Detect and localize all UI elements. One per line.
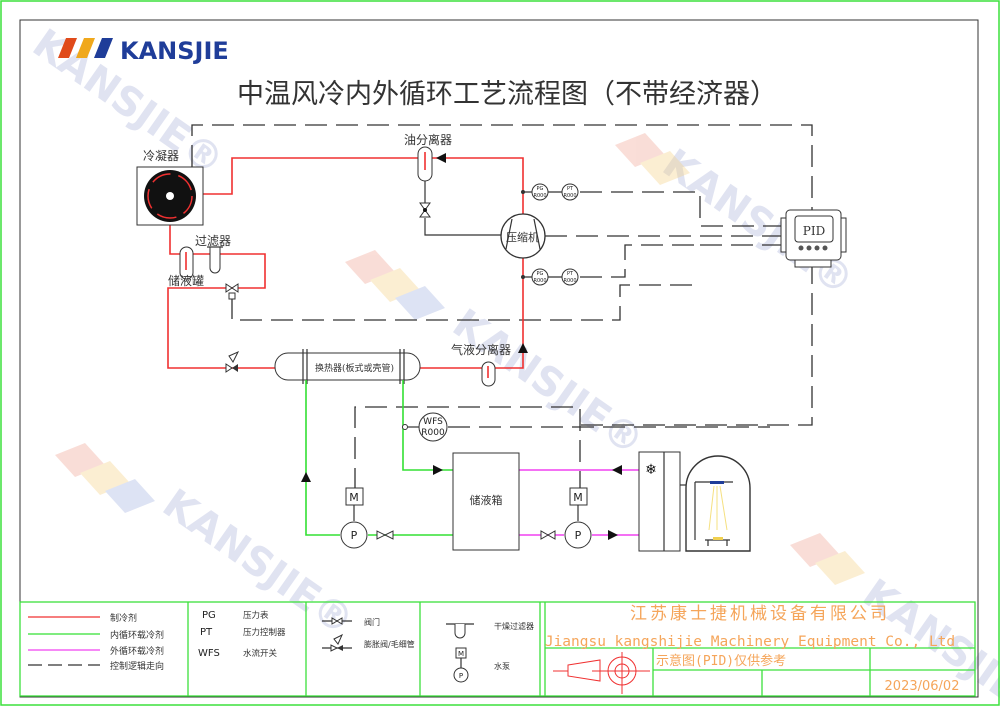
svg-text:膨胀阀/毛细管: 膨胀阀/毛细管: [364, 639, 415, 649]
company-name-cn: 江苏康士捷机械设备有限公司: [630, 604, 890, 624]
inner-pump: M P: [340, 487, 368, 549]
inner-loop-lines: [301, 380, 453, 540]
svg-text:PG: PG: [537, 271, 544, 277]
page-title: 中温风冷内外循环工艺流程图（不带经济器）: [237, 79, 777, 110]
svg-text:R000: R000: [563, 193, 576, 199]
snowflake-icon: ❄: [645, 462, 657, 478]
compressor-label: 压缩机: [506, 230, 539, 244]
svg-text:水泵: 水泵: [494, 661, 510, 671]
svg-text:R000: R000: [421, 428, 445, 438]
svg-text:PT: PT: [200, 627, 213, 638]
tank-label: 储液箱: [470, 493, 503, 507]
legend-other: 干燥过滤器 M P 水泵: [446, 621, 534, 683]
refrigerant-lines: [167, 153, 528, 369]
heat-exchanger-label: 换热器(板式或壳管): [315, 362, 394, 374]
svg-text:水流开关: 水流开关: [243, 648, 278, 659]
svg-text:P: P: [575, 529, 582, 542]
company-name-en: Jiangsu kangshijie Machinery Equipment C…: [545, 634, 955, 650]
legend-valves: 阀门 膨胀阀/毛细管: [322, 617, 415, 652]
svg-text:压力表: 压力表: [243, 610, 269, 621]
svg-text:M: M: [349, 491, 359, 504]
oil-separator-label: 油分离器: [404, 132, 452, 147]
disclaimer-note: 示意图(PID)仅供参考: [656, 653, 786, 669]
svg-text:P: P: [459, 672, 463, 680]
logo-text: KANSJIE: [120, 37, 229, 65]
projection-symbol-icon: [553, 652, 650, 694]
legend-lines: 制冷剂 内循环载冷剂 外循环载冷剂 控制逻辑走向: [28, 612, 164, 672]
outer-loop-lines: [519, 465, 640, 540]
legend-abbreviations: PG 压力表 PT 压力控制器 WFS 水流开关: [198, 610, 286, 659]
svg-text:内循环载冷剂: 内循环载冷剂: [110, 629, 164, 641]
svg-text:压力控制器: 压力控制器: [243, 627, 286, 638]
end-equipment: ❄: [638, 451, 751, 552]
svg-text:WFS: WFS: [423, 417, 443, 427]
inner-frame: [19, 19, 979, 698]
svg-text:M: M: [573, 491, 583, 504]
watermark: KANSJIE®: [444, 301, 652, 466]
legend: 制冷剂 内循环载冷剂 外循环载冷剂 控制逻辑走向 PG 压力表 PT 压力控制器…: [19, 601, 976, 697]
kansjie-logo: KANSJIE: [58, 37, 229, 65]
drawing-date: 2023/06/02: [885, 679, 960, 694]
condenser: 冷凝器: [136, 148, 204, 226]
svg-text:PT: PT: [567, 186, 574, 192]
water-flow-switch: WFS R000: [402, 412, 448, 442]
svg-text:控制逻辑走向: 控制逻辑走向: [110, 660, 164, 672]
svg-text:PG: PG: [537, 186, 544, 192]
filter-label: 过滤器: [195, 234, 231, 248]
gas-liquid-separator: 气液分离器: [451, 342, 511, 387]
receiver-label: 储液罐: [168, 273, 204, 288]
gas-liquid-separator-label: 气液分离器: [451, 342, 511, 357]
outer-pump: M P: [564, 487, 592, 549]
svg-text:PG: PG: [202, 610, 216, 621]
svg-text:干燥过滤器: 干燥过滤器: [494, 621, 534, 631]
svg-text:制冷剂: 制冷剂: [110, 612, 137, 624]
pid-label: PID: [803, 224, 825, 238]
heat-exchanger: 换热器(板式或壳管): [274, 349, 421, 384]
oil-separator: 油分离器: [404, 132, 501, 236]
svg-text:R000: R000: [563, 278, 576, 284]
svg-text:PT: PT: [567, 271, 574, 277]
svg-text:M: M: [458, 650, 464, 658]
svg-text:阀门: 阀门: [364, 617, 380, 627]
compressor: 压缩机: [500, 213, 546, 259]
svg-text:P: P: [351, 529, 358, 542]
pid-controller: PID: [780, 209, 847, 268]
title-block: 江苏康士捷机械设备有限公司 Jiangsu kangshijie Machine…: [544, 602, 975, 696]
svg-text:WFS: WFS: [198, 648, 220, 659]
svg-text:R000: R000: [533, 193, 546, 199]
control-lines: [191, 124, 813, 490]
svg-text:R000: R000: [533, 278, 546, 284]
storage-tank: 储液箱: [452, 452, 520, 551]
condenser-label: 冷凝器: [143, 148, 179, 163]
svg-text:外循环载冷剂: 外循环载冷剂: [110, 645, 164, 657]
receiver-and-filter: 过滤器 储液罐: [168, 234, 240, 373]
